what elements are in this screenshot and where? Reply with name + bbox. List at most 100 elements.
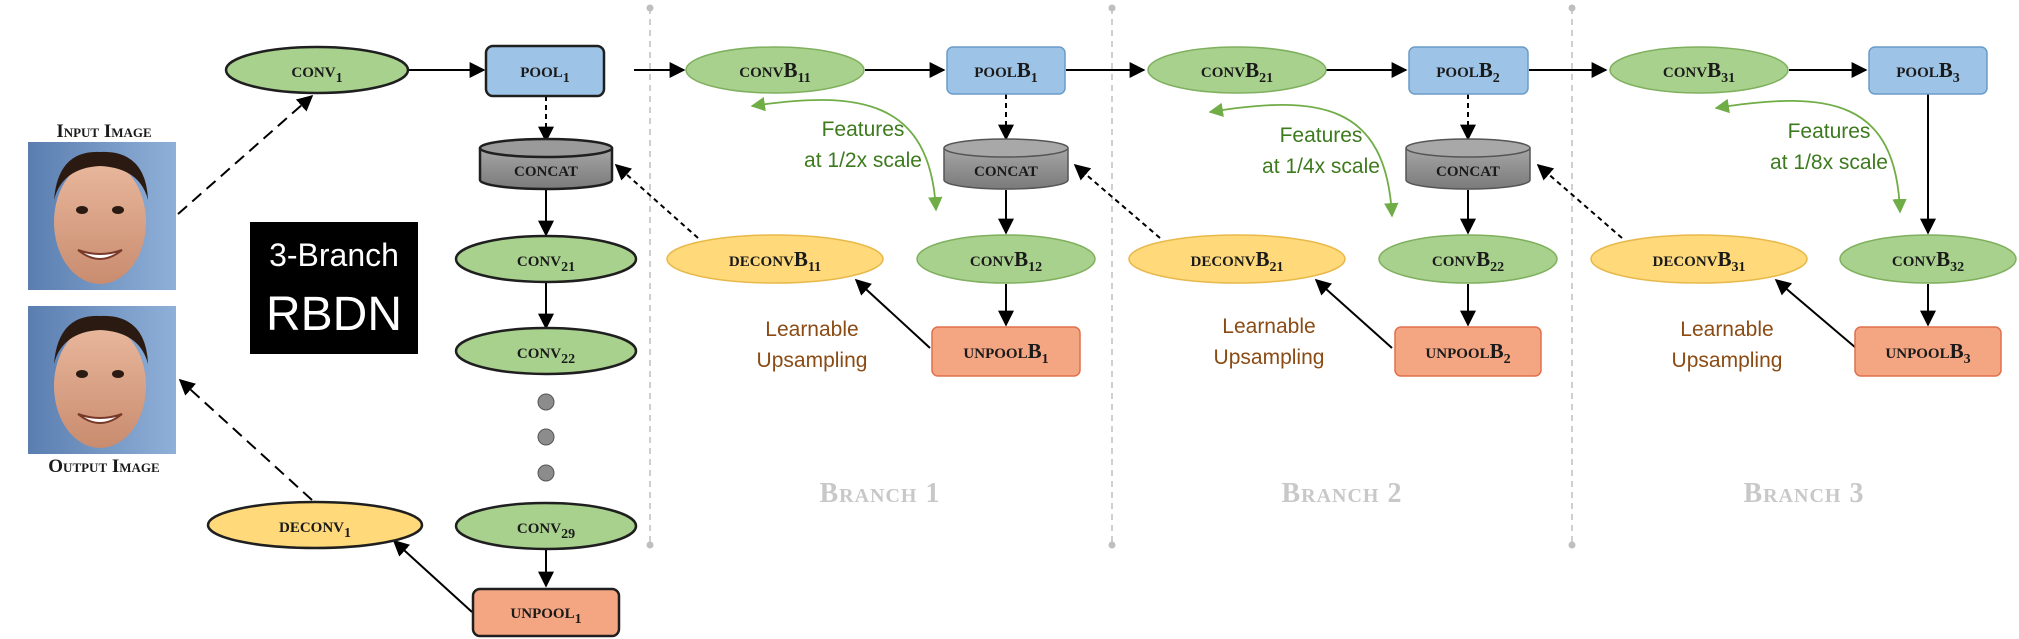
unpoolB1-node: unpoolB1 bbox=[931, 326, 1081, 377]
unpool1-node: unpool1 bbox=[471, 587, 621, 638]
convB21-node: convB21 bbox=[1147, 46, 1327, 94]
branches-0-poolb-sub-text: 1 bbox=[1031, 71, 1038, 86]
branch2-features-line1: Features bbox=[1280, 124, 1363, 147]
convB22-node: convB22 bbox=[1378, 234, 1558, 284]
branches-0-poolb-main-text: poolB bbox=[974, 58, 1031, 82]
branches-1-convb_top-main-text: convB bbox=[1201, 58, 1259, 82]
branches-1-convb_top-sub-text: 21 bbox=[1259, 71, 1273, 86]
svg-text:convB21: convB21 bbox=[1201, 58, 1273, 86]
branch2: convB21 poolB2 concat convB22 deconvB21 … bbox=[1128, 46, 1558, 509]
deconvB21-node: deconvB21 bbox=[1128, 234, 1346, 284]
conv29-node: conv29 bbox=[454, 501, 638, 551]
deconvB31-node: deconvB31 bbox=[1590, 234, 1808, 284]
pool1-subscript: 1 bbox=[563, 71, 570, 86]
rbdn-title-line2: RBDN bbox=[266, 288, 402, 341]
svg-text:convB32: convB32 bbox=[1892, 247, 1964, 275]
branches-1-poolb-sub-text: 2 bbox=[1493, 71, 1500, 86]
svg-text:conv22: conv22 bbox=[517, 339, 575, 367]
svg-text:conv1: conv1 bbox=[291, 58, 342, 86]
rbdn-title-line1: 3-Branch bbox=[269, 237, 399, 273]
svg-text:conv29: conv29 bbox=[517, 514, 575, 542]
branch2-features-line2: at 1/4x scale bbox=[1262, 155, 1380, 178]
svg-text:unpoolB1: unpoolB1 bbox=[963, 339, 1048, 367]
svg-text:deconv1: deconv1 bbox=[279, 513, 351, 541]
branches-2-poolb-sub-text: 3 bbox=[1953, 71, 1960, 86]
output-image-label: Output Image bbox=[48, 456, 159, 477]
conv29-label: conv bbox=[517, 514, 561, 538]
branch1-features-line2: at 1/2x scale bbox=[804, 149, 922, 172]
concat-main-node: concat bbox=[478, 137, 614, 191]
svg-text:convB31: convB31 bbox=[1663, 58, 1735, 86]
ellipsis-dots bbox=[537, 393, 555, 482]
deconv1-node: deconv1 bbox=[206, 500, 424, 550]
branches-2-unpoolb-main-text: unpoolB bbox=[1885, 339, 1963, 363]
branches-1-poolb-main-text: poolB bbox=[1436, 58, 1493, 82]
deconv1-subscript: 1 bbox=[344, 526, 351, 541]
conv22-label: conv bbox=[517, 339, 561, 363]
unpoolB2-node: unpoolB2 bbox=[1394, 326, 1542, 377]
branches-2-poolb-main-text: poolB bbox=[1896, 58, 1953, 82]
poolB3-node: poolB3 bbox=[1868, 46, 1988, 95]
feature-arrows bbox=[750, 96, 1907, 218]
conv21-label: conv bbox=[517, 247, 561, 271]
unpool1-subscript: 1 bbox=[575, 612, 582, 627]
branch1-label: Branch 1 bbox=[819, 478, 940, 509]
branches-0-unpoolb-main-text: unpoolB bbox=[963, 339, 1041, 363]
branch2-label: Branch 2 bbox=[1281, 478, 1402, 509]
svg-text:convB22: convB22 bbox=[1432, 247, 1504, 275]
svg-text:unpoolB2: unpoolB2 bbox=[1425, 339, 1510, 367]
svg-text:deconvB11: deconvB11 bbox=[729, 247, 821, 275]
svg-text:poolB3: poolB3 bbox=[1896, 58, 1960, 86]
pool1-node: pool1 bbox=[484, 44, 606, 98]
concat-b1-node: concat bbox=[943, 138, 1069, 190]
branches-0-convb_bottom-main-text: convB bbox=[970, 247, 1028, 271]
branches-2-deconvb-sub-text: 31 bbox=[1732, 260, 1746, 275]
svg-text:unpool1: unpool1 bbox=[510, 599, 581, 627]
unpool1-label: unpool bbox=[510, 599, 574, 623]
unpoolB3-node: unpoolB3 bbox=[1854, 326, 2002, 377]
branches-1-concat-main-text: concat bbox=[1436, 157, 1500, 181]
branch3-learnable-line1: Learnable bbox=[1680, 318, 1773, 341]
branches-2-convb_top-sub-text: 31 bbox=[1721, 71, 1735, 86]
svg-text:convB11: convB11 bbox=[739, 58, 810, 86]
branches-1-deconvb-sub-text: 21 bbox=[1270, 260, 1284, 275]
branches-2-deconvb-main-text: deconvB bbox=[1652, 247, 1731, 271]
branch3-learnable-line2: Upsampling bbox=[1672, 349, 1783, 372]
conv1-subscript: 1 bbox=[336, 71, 343, 86]
concat-b2-node: concat bbox=[1405, 138, 1531, 190]
branch1: convB11 poolB1 concat convB12 deconvB11 … bbox=[666, 46, 1096, 509]
svg-text:unpoolB3: unpoolB3 bbox=[1885, 339, 1970, 367]
svg-text:convB12: convB12 bbox=[970, 247, 1042, 275]
branches-1-deconvb-main-text: deconvB bbox=[1190, 247, 1269, 271]
poolB2-node: poolB2 bbox=[1408, 46, 1529, 95]
concat-main-label: concat bbox=[514, 157, 578, 181]
input-image: Input Image bbox=[28, 121, 176, 290]
branch1-features-line1: Features bbox=[822, 118, 905, 141]
branch3-features-line1: Features bbox=[1788, 120, 1871, 143]
branch3-label: Branch 3 bbox=[1743, 478, 1864, 509]
branches-1-unpoolb-sub-text: 2 bbox=[1504, 352, 1511, 367]
branches-2-convb_bottom-sub-text: 32 bbox=[1950, 260, 1964, 275]
svg-text:deconvB21: deconvB21 bbox=[1190, 247, 1283, 275]
edges bbox=[177, 62, 1936, 613]
convB32-node: convB32 bbox=[1839, 234, 2017, 284]
branch3: convB31 poolB3 convB32 deconvB31 unpoolB… bbox=[1590, 46, 2017, 509]
conv21-subscript: 21 bbox=[561, 260, 575, 275]
output-image: Output Image bbox=[28, 306, 176, 477]
branch2-learnable-line1: Learnable bbox=[1222, 315, 1315, 338]
pool1-label: pool bbox=[520, 58, 563, 82]
branches-0-unpoolb-sub-text: 1 bbox=[1042, 352, 1049, 367]
branches-0-deconvb-sub-text: 11 bbox=[808, 260, 821, 275]
branches-1-convb_bottom-sub-text: 22 bbox=[1490, 260, 1504, 275]
conv1-label: conv bbox=[291, 58, 335, 82]
svg-text:conv21: conv21 bbox=[517, 247, 575, 275]
branches-0-convb_top-sub-text: 11 bbox=[797, 71, 810, 86]
branch2-learnable-line2: Upsampling bbox=[1214, 346, 1325, 369]
branches-1-convb_bottom-main-text: convB bbox=[1432, 247, 1490, 271]
conv22-subscript: 22 bbox=[561, 352, 575, 367]
branches-1-unpoolb-main-text: unpoolB bbox=[1425, 339, 1503, 363]
deconv1-label: deconv bbox=[279, 513, 344, 537]
svg-text:deconvB31: deconvB31 bbox=[1652, 247, 1745, 275]
convB12-node: convB12 bbox=[916, 234, 1096, 284]
